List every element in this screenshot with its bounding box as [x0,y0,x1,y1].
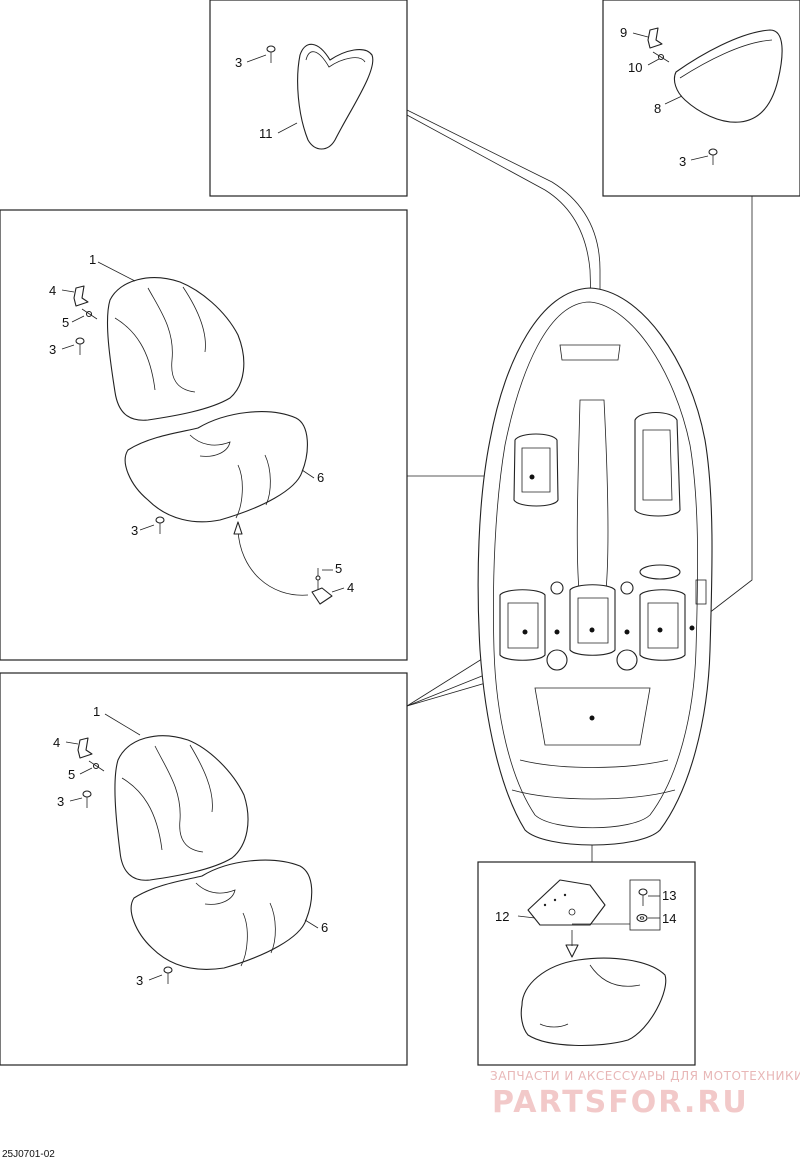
watermark-logo: PARTSFOR.RU [492,1085,749,1120]
callout-13: 13 [662,888,676,903]
watermark-tagline: ЗАПЧАСТИ И АКСЕССУАРЫ ДЛЯ МОТОТЕХНИКИ [490,1069,800,1083]
rear-seat-backrest-part [114,735,249,881]
callout-3: 3 [49,342,56,357]
hardware-inset-box [629,879,661,931]
screw-icon [266,45,276,63]
rear-seat-base-part [130,859,313,970]
screw-icon [155,516,165,534]
callout-5: 5 [62,315,69,330]
diagram-code: 25J0701-02 [2,1149,55,1160]
callout-3: 3 [235,55,242,70]
callout-12: 12 [495,909,509,924]
screw-icon [75,337,85,355]
callout-3: 3 [679,154,686,169]
rivet-icon [88,760,105,772]
callout-5: 5 [68,767,75,782]
callout-4: 4 [347,580,354,595]
arrow-head-icon [233,521,243,535]
screw-icon [708,148,718,165]
mounting-arrow [237,529,309,596]
front-seat-backrest-part [106,277,245,421]
screw-icon [163,966,173,984]
storage-cover-part [520,957,667,1047]
rivet-icon [652,51,670,63]
callout-1: 1 [93,704,100,719]
screw-icon [638,888,648,906]
callout-10: 10 [628,60,642,75]
front-seat-base-part [124,411,308,523]
callout-1: 1 [89,252,96,267]
clip-icon [73,285,89,307]
rivet-icon [81,308,98,320]
callout-9: 9 [620,25,627,40]
clip-icon [647,27,663,49]
callout-8: 8 [654,101,661,116]
callout-3: 3 [131,523,138,538]
clip-icon [77,737,93,759]
seat-cushion-part [673,29,783,123]
callout-3: 3 [136,973,143,988]
callout-4: 4 [49,283,56,298]
backrest-panel-part [297,43,374,150]
callout-6: 6 [321,920,328,935]
callout-3: 3 [57,794,64,809]
hull-top-view [477,287,713,846]
screw-icon [82,790,92,808]
callout-4: 4 [53,735,60,750]
washer-icon [636,913,648,923]
callout-6: 6 [317,470,324,485]
callout-14: 14 [662,911,676,926]
callout-5: 5 [335,561,342,576]
clip-icon [311,568,333,605]
callout-11: 11 [259,126,273,141]
cover-bracket-part [527,879,606,926]
